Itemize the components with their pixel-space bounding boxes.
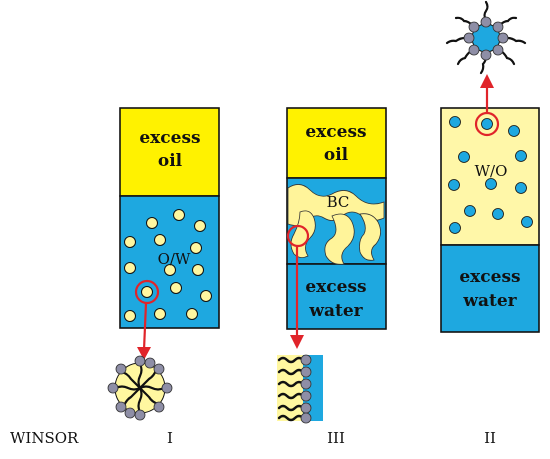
oil-in-water-micelle-icon xyxy=(107,355,173,421)
winsor-ii-tube: W/O excess water xyxy=(440,74,540,333)
top-phase-line1: excess xyxy=(305,122,366,142)
winsor-iii-tube: excess oil BC excess water xyxy=(286,107,387,349)
excess-oil-phase xyxy=(119,107,220,197)
micro-label: W/O xyxy=(475,162,508,180)
water-droplets xyxy=(448,116,533,234)
top-phase-line1: excess xyxy=(139,128,200,148)
excess-water-phase xyxy=(440,244,540,333)
top-phase-line2: oil xyxy=(324,145,349,165)
zoom-marker xyxy=(474,111,500,137)
row-label: WINSOR xyxy=(10,429,79,447)
micro-label: BC xyxy=(327,193,350,211)
bottom-phase-line1: excess xyxy=(459,267,520,287)
top-phase-line2: oil xyxy=(158,151,183,171)
winsor-type-label: III xyxy=(327,429,345,447)
bottom-phase-line2: water xyxy=(462,291,517,311)
surfactant-monolayer-icon xyxy=(277,354,323,424)
zoom-marker xyxy=(134,279,160,305)
oil-droplets xyxy=(124,209,212,322)
zoom-arrow xyxy=(142,302,148,351)
bottom-phase-line1: excess xyxy=(305,277,366,297)
micro-label: O/W xyxy=(158,250,191,268)
winsor-i-tube: excess oil O/W xyxy=(119,107,220,360)
reverse-micelle-icon xyxy=(445,0,527,75)
excess-oil-phase xyxy=(286,107,387,179)
winsor-type-label: II xyxy=(484,429,496,447)
bottom-phase-line2: water xyxy=(308,301,363,321)
ow-microemulsion-phase xyxy=(119,195,220,329)
winsor-type-label: I xyxy=(167,429,173,447)
